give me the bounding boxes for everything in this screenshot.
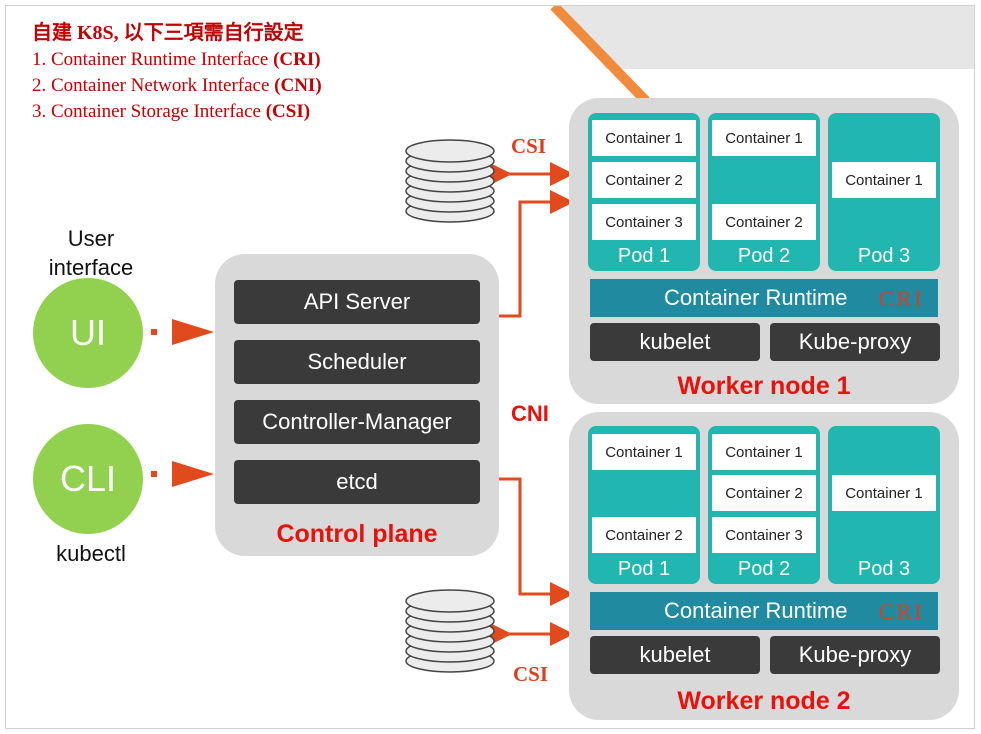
worker1-pod-2-label: Pod 2 — [737, 245, 791, 267]
header-item-cri: 1. Container Runtime Interface (CRI) — [32, 49, 321, 70]
worker2-container-runtime[interactable]: Container Runtime CRI — [590, 592, 938, 630]
worker1-runtime-label: Container Runtime — [664, 285, 848, 310]
worker1-pod3-container-1[interactable]: Container 1 — [832, 162, 936, 198]
slide: 自建 K8S, 以下三項需自行設定 1. Container Runtime I… — [5, 5, 975, 729]
etcd-box[interactable]: etcd — [234, 460, 480, 504]
worker2-kube-proxy[interactable]: Kube-proxy — [770, 636, 940, 674]
worker1-cri-label: CRI — [879, 286, 925, 311]
worker2-pod2-container-2[interactable]: Container 2 — [712, 475, 816, 511]
storage-disk-icon-bottom — [405, 589, 495, 673]
ui-caption-line1: User — [67, 226, 115, 251]
worker2-pod3-container-1[interactable]: Container 1 — [832, 475, 936, 511]
control-plane-label: Control plane — [276, 520, 438, 548]
cli-arrow-dot — [151, 471, 157, 477]
worker1-kube-proxy[interactable]: Kube-proxy — [770, 323, 940, 361]
storage-disk-icon-top — [405, 139, 495, 223]
ui-caption: User interface — [31, 224, 151, 282]
header-item-cni: 2. Container Network Interface (CNI) — [32, 75, 322, 96]
orange-diagonal-line — [550, 6, 650, 105]
cni-arrow-worker2 — [499, 477, 574, 606]
ui-circle[interactable]: UI — [33, 278, 143, 388]
header-title: 自建 K8S, 以下三項需自行設定 — [32, 22, 304, 44]
csi-label-top: CSI — [511, 134, 547, 158]
worker2-pod1-container-1[interactable]: Container 1 — [592, 434, 696, 470]
api-server-box[interactable]: API Server — [234, 280, 480, 324]
worker1-kubelet[interactable]: kubelet — [590, 323, 760, 361]
worker1-container-runtime[interactable]: Container Runtime CRI — [590, 279, 938, 317]
worker1-pod-1-label: Pod 1 — [617, 245, 671, 267]
cli-caption: kubectl — [56, 541, 126, 566]
connectors — [151, 139, 574, 673]
cni-label: CNI — [511, 401, 549, 426]
worker2-cri-label: CRI — [879, 599, 925, 624]
scheduler-box[interactable]: Scheduler — [234, 340, 480, 384]
worker2-pod-3-label: Pod 3 — [857, 558, 911, 580]
worker-node-1-label: Worker node 1 — [677, 372, 851, 400]
worker2-runtime-label: Container Runtime — [664, 598, 848, 623]
worker2-kubelet[interactable]: kubelet — [590, 636, 760, 674]
worker2-pod2-container-3[interactable]: Container 3 — [712, 517, 816, 553]
worker-node-2-label: Worker node 2 — [677, 687, 851, 715]
ui-arrow-head — [172, 319, 214, 345]
ui-caption-line2: interface — [48, 255, 134, 280]
worker2-pod1-container-2[interactable]: Container 2 — [592, 517, 696, 553]
csi-label-bottom: CSI — [513, 662, 549, 686]
cli-arrow-head — [172, 461, 214, 487]
background-decoration — [550, 6, 974, 105]
controller-manager-box[interactable]: Controller-Manager — [234, 400, 480, 444]
worker1-pod2-container-2[interactable]: Container 2 — [712, 204, 816, 240]
worker1-pod1-container-3[interactable]: Container 3 — [592, 204, 696, 240]
gray-banner-shape — [561, 6, 974, 69]
worker1-pod-3-label: Pod 3 — [857, 245, 911, 267]
worker2-pod-1-label: Pod 1 — [617, 558, 671, 580]
worker1-pod1-container-2[interactable]: Container 2 — [592, 162, 696, 198]
cni-arrow-worker1 — [499, 190, 574, 318]
worker1-pod1-container-1[interactable]: Container 1 — [592, 120, 696, 156]
ui-arrow-dot — [151, 329, 157, 335]
worker2-pod-2-label: Pod 2 — [737, 558, 791, 580]
cli-circle[interactable]: CLI — [33, 424, 143, 534]
worker1-pod2-container-1[interactable]: Container 1 — [712, 120, 816, 156]
header-item-csi: 3. Container Storage Interface (CSI) — [32, 101, 311, 122]
worker2-pod2-container-1[interactable]: Container 1 — [712, 434, 816, 470]
